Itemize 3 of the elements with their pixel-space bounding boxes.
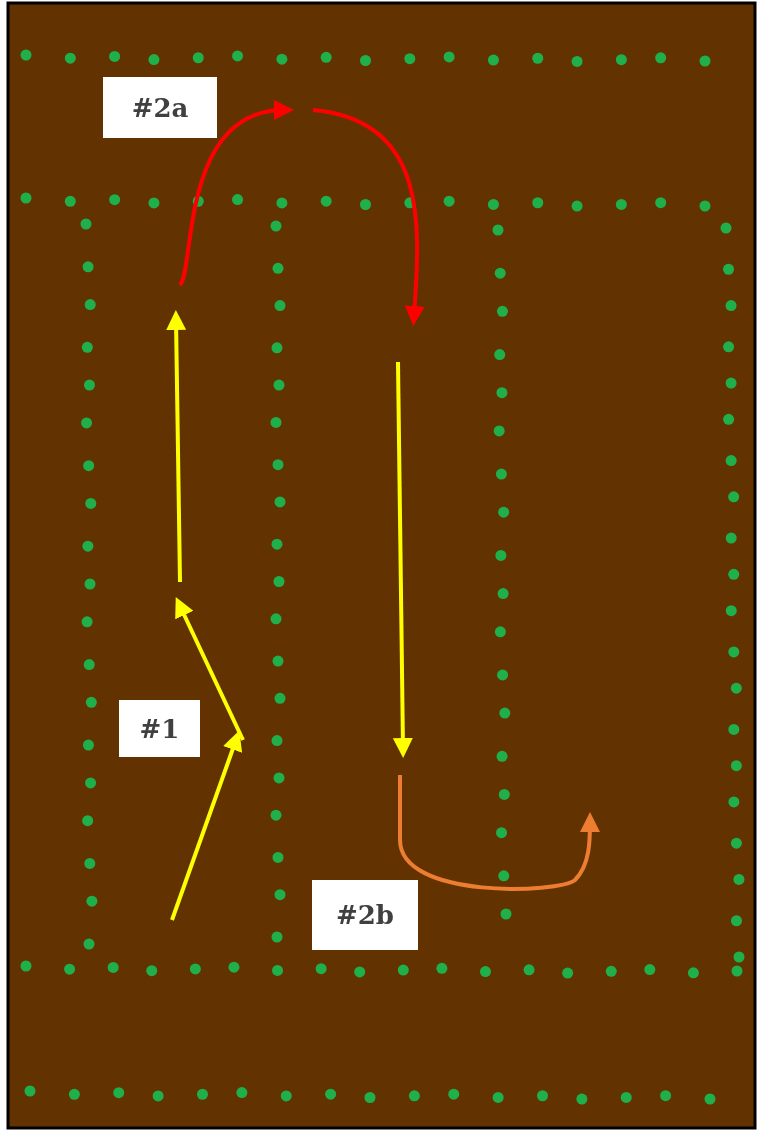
step-label: #1 — [119, 700, 200, 757]
step-label: #2b — [312, 880, 418, 950]
step-label: #2a — [103, 77, 217, 138]
